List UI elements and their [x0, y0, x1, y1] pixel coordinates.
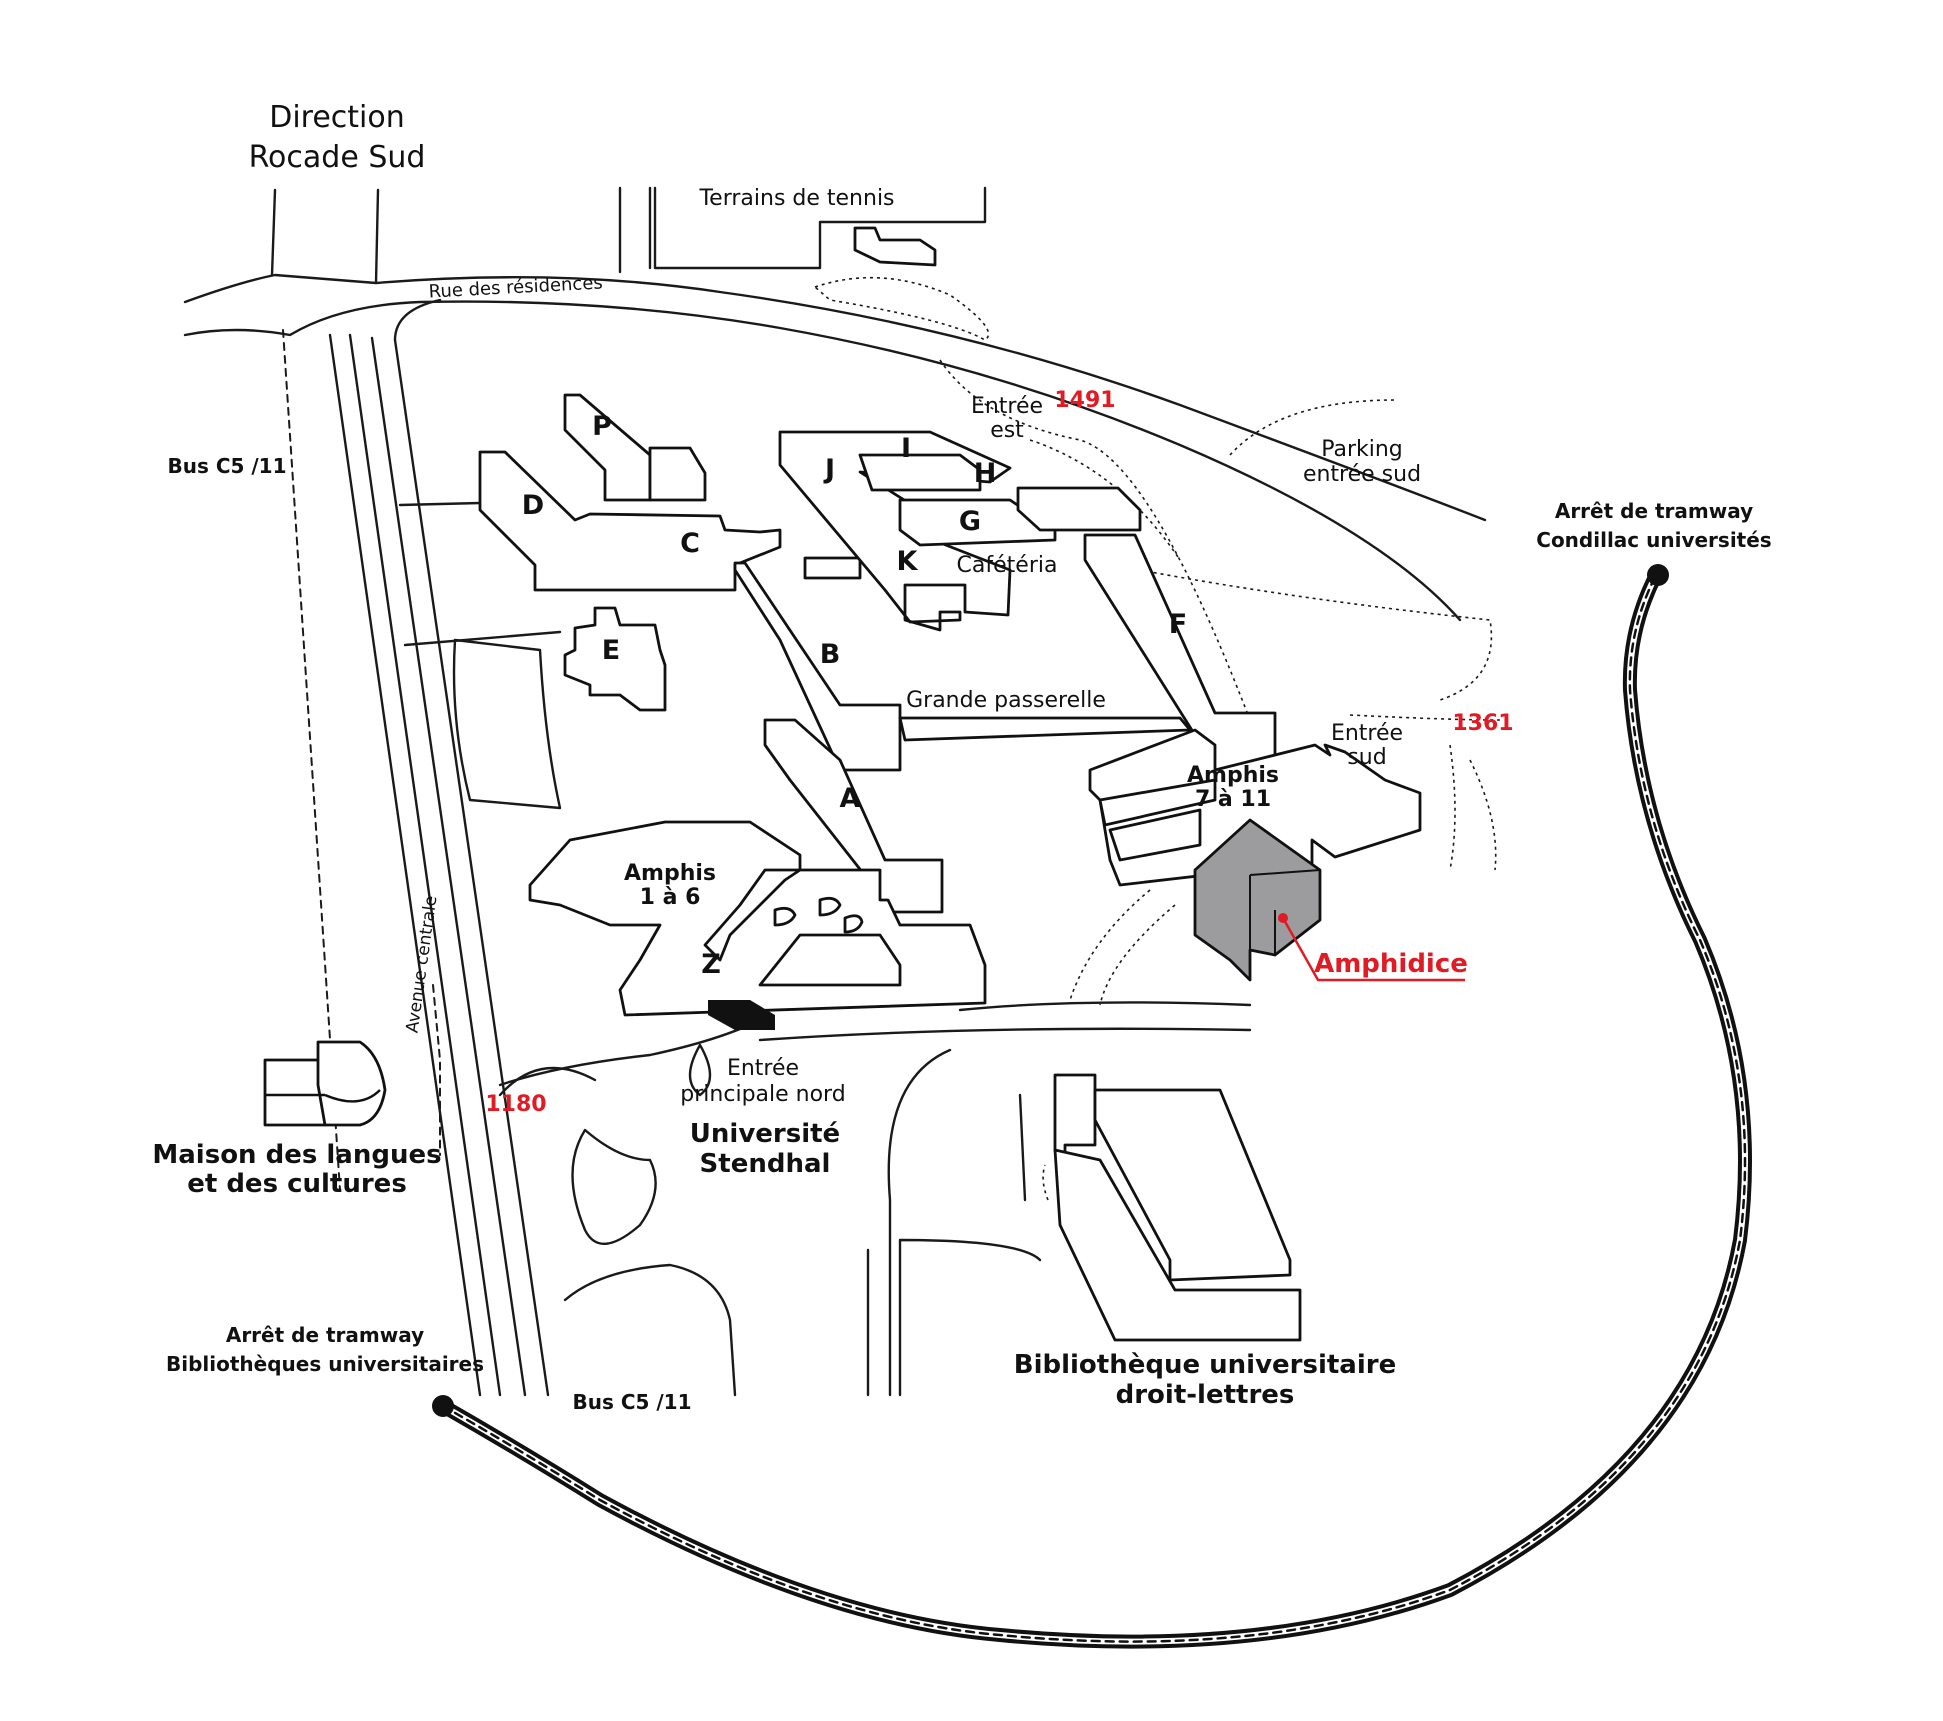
- tram-stop-condillac-dot: [1647, 564, 1669, 586]
- building-K: K: [897, 546, 919, 577]
- building-F: F: [1169, 609, 1187, 640]
- parking-line-2: entrée sud: [1303, 462, 1421, 487]
- stendhal-line-1: Université: [690, 1119, 840, 1149]
- building-Z: Z: [701, 949, 721, 980]
- entree-nord-line-1: Entrée: [727, 1056, 799, 1081]
- roads: [183, 186, 1487, 1397]
- building-C: C: [680, 528, 700, 559]
- code-1491: 1491: [1054, 388, 1115, 413]
- bibliotheque-line-2: droit-lettres: [1116, 1380, 1295, 1410]
- building-H: H: [974, 458, 997, 489]
- amphidice-pointer: [1278, 913, 1465, 982]
- direction-line-1: Direction: [269, 100, 405, 135]
- tramway-line: [432, 564, 1752, 1649]
- tram-condillac-line-2: Condillac universités: [1536, 528, 1771, 552]
- maison-line-2: et des cultures: [187, 1169, 407, 1199]
- cafeteria-label: Cafétéria: [957, 553, 1058, 578]
- building-A: A: [840, 783, 861, 814]
- stendhal-line-2: Stendhal: [700, 1149, 831, 1179]
- buildings: [263, 226, 1422, 1342]
- tram-condillac-line-1: Arrêt de tramway: [1555, 499, 1753, 523]
- building-E: E: [602, 635, 620, 666]
- building-P: P: [592, 411, 612, 442]
- amphis-711-line-1: Amphis: [1187, 763, 1279, 788]
- entree-sud-line-1: Entrée: [1331, 721, 1403, 746]
- tram-stop-bibliotheques-dot: [432, 1395, 454, 1417]
- entree-est-line-2: est: [990, 418, 1024, 443]
- tennis-label: Terrains de tennis: [698, 186, 894, 211]
- labels: Direction Rocade Sud Terrains de tennis …: [152, 100, 1771, 1414]
- rue-residences-label: Rue des résidences: [428, 272, 603, 302]
- building-J: J: [823, 454, 835, 485]
- building-I: I: [901, 433, 911, 464]
- code-1361: 1361: [1452, 711, 1513, 736]
- amphis-16-line-2: 1 à 6: [640, 885, 701, 910]
- direction-line-2: Rocade Sud: [249, 140, 426, 175]
- building-B: B: [820, 639, 841, 670]
- building-D: D: [522, 490, 544, 521]
- tram-biblio-line-2: Bibliothèques universitaires: [166, 1352, 484, 1376]
- entree-sud-line-2: sud: [1347, 745, 1386, 770]
- parking-line-1: Parking: [1321, 437, 1403, 462]
- amphidice-label: Amphidice: [1314, 949, 1468, 979]
- bus-stop-bottom-label: Bus C5 /11: [572, 1390, 691, 1414]
- amphis-16-line-1: Amphis: [624, 861, 716, 886]
- entree-nord-line-2: principale nord: [680, 1082, 845, 1107]
- amphis-711-line-2: 7 à 11: [1195, 787, 1271, 812]
- bibliotheque-line-1: Bibliothèque universitaire: [1014, 1350, 1396, 1380]
- maison-line-1: Maison des langues: [152, 1140, 441, 1170]
- grande-passerelle-label: Grande passerelle: [906, 688, 1106, 713]
- tram-biblio-line-1: Arrêt de tramway: [226, 1323, 424, 1347]
- code-1180: 1180: [485, 1092, 546, 1117]
- bus-stop-left-label: Bus C5 /11: [167, 454, 286, 478]
- entree-est-line-1: Entrée: [971, 394, 1043, 419]
- building-G: G: [959, 506, 981, 537]
